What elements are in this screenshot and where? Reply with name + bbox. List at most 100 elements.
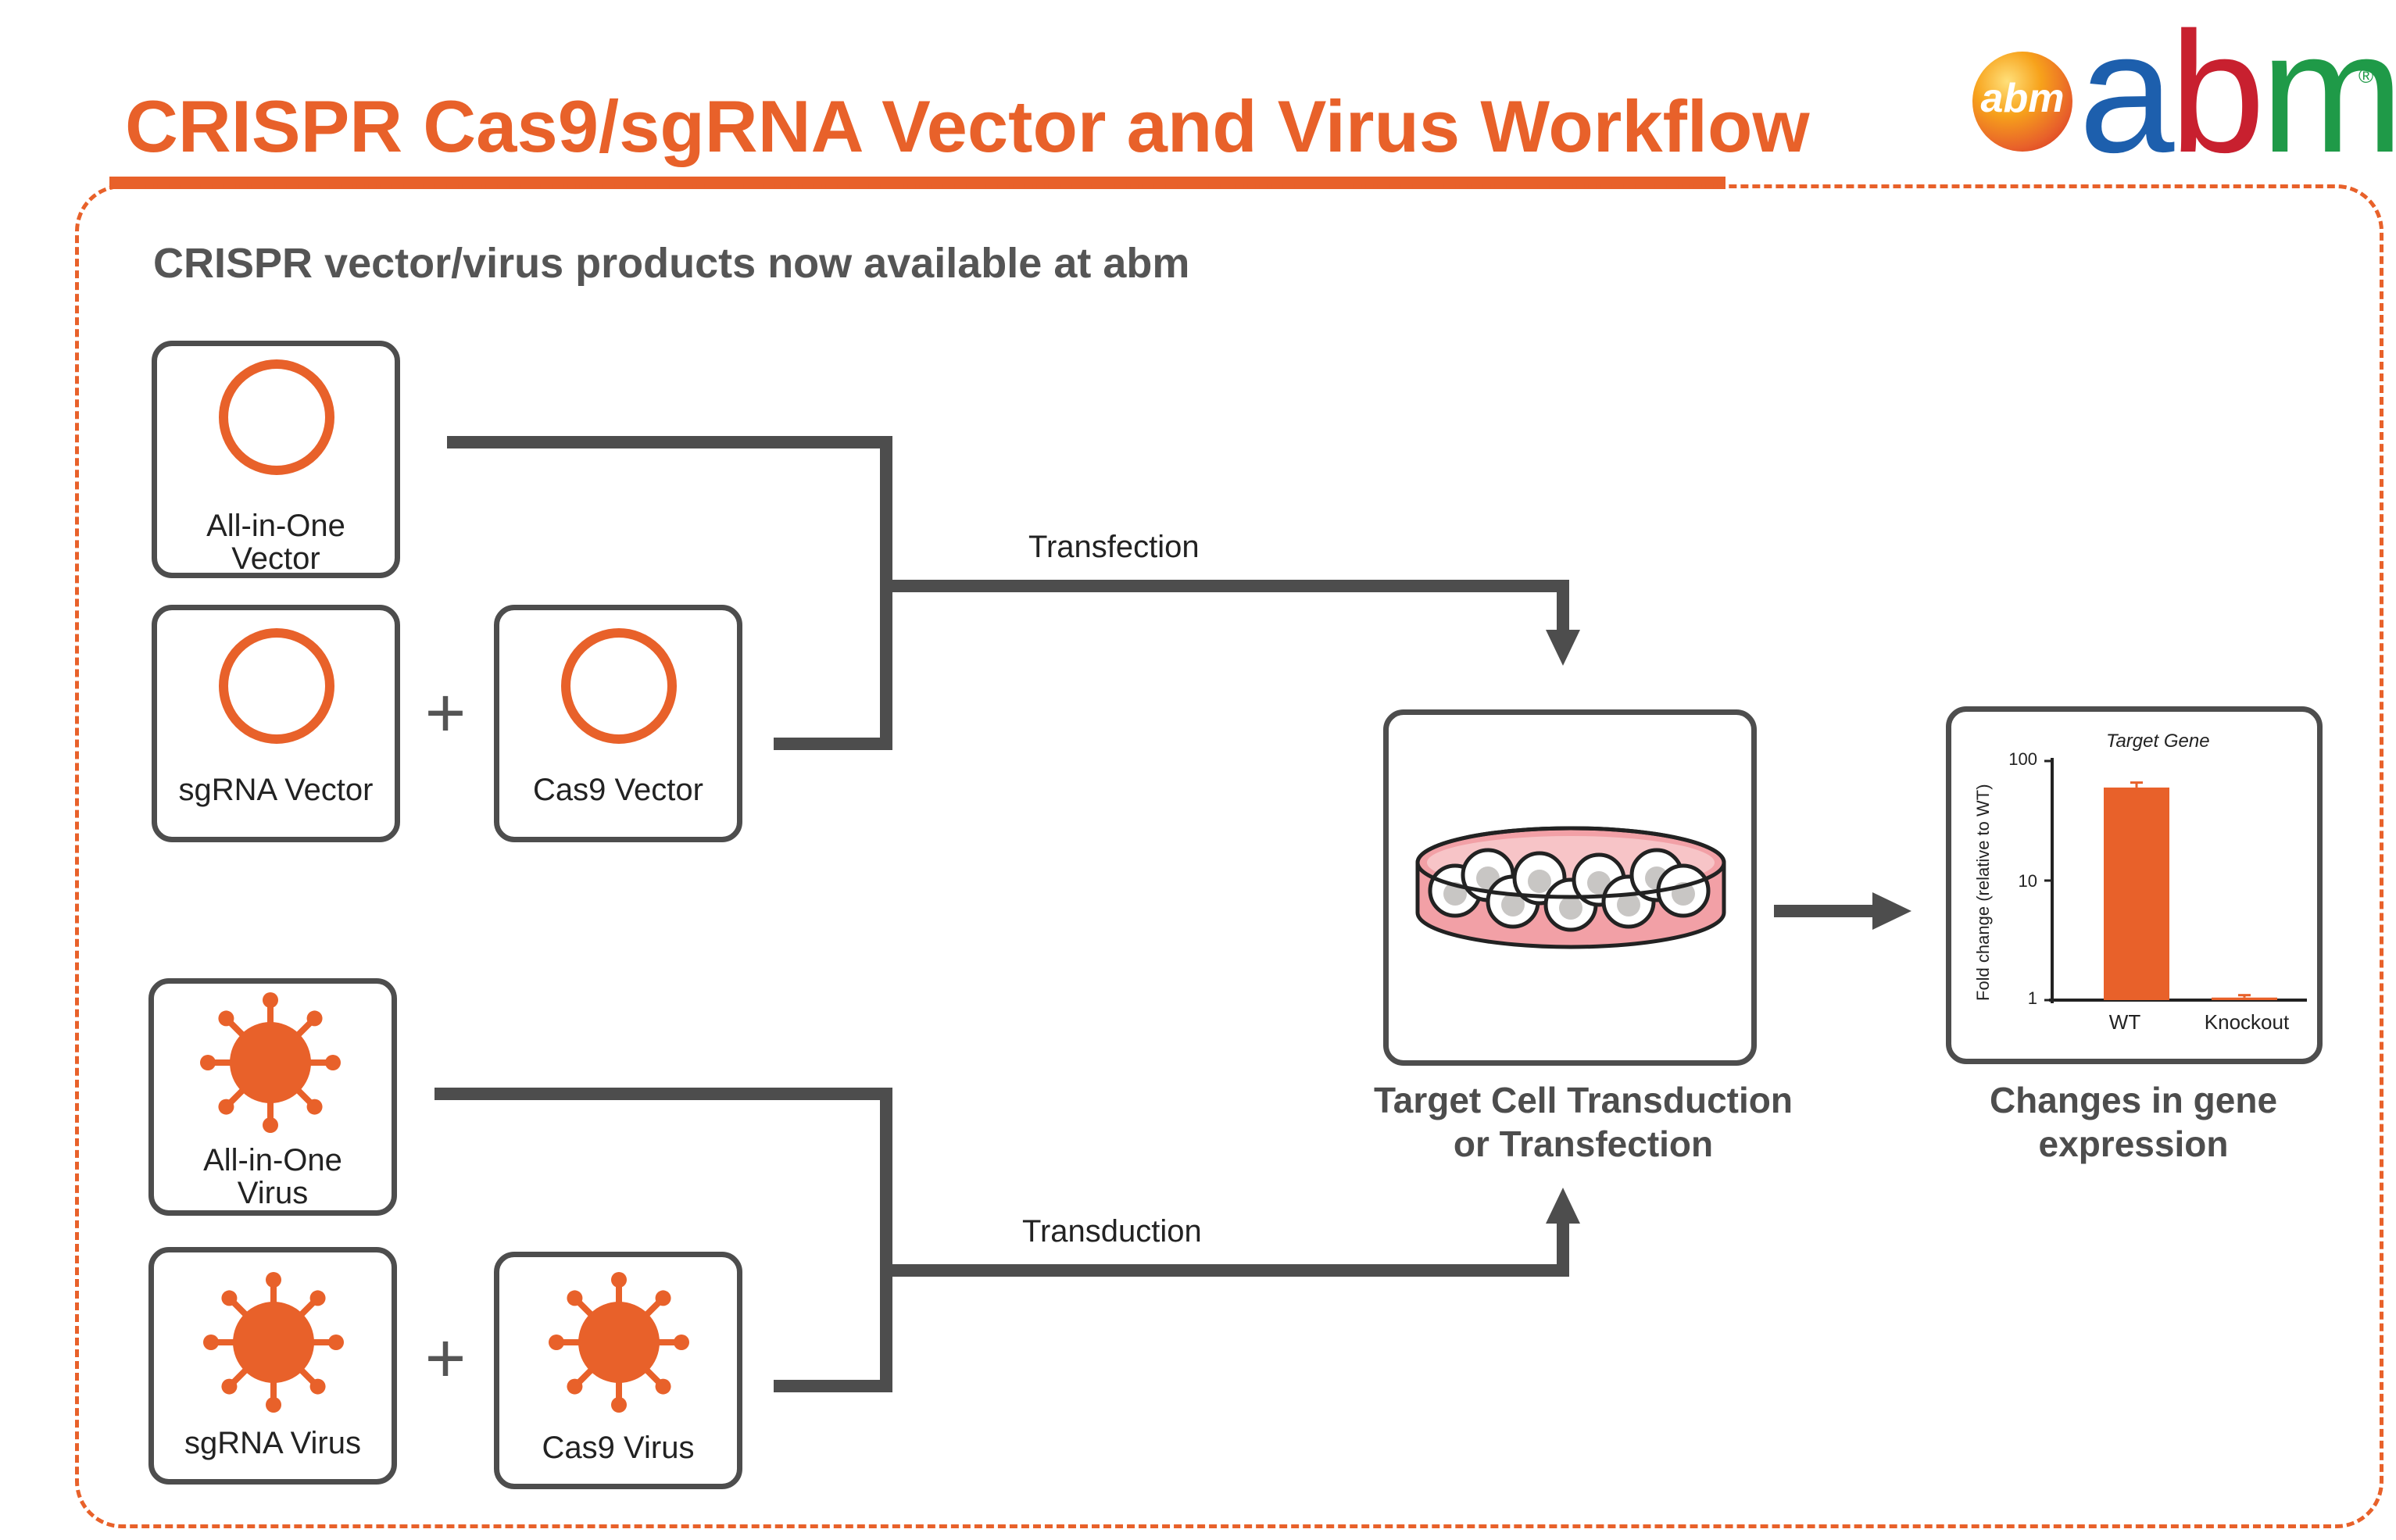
all-in-one-vector-label-line1: All-in-One: [206, 509, 345, 543]
y-tick-1: 1: [2027, 988, 2037, 1008]
x-category-knockout: Knockout: [2204, 1010, 2290, 1034]
virus-spike-knob: [200, 1055, 216, 1070]
virus-spike-knob: [309, 1290, 326, 1306]
virus-spike: [299, 1367, 317, 1386]
transfection-label: Transfection: [1028, 530, 1200, 564]
virus-spike-knob: [611, 1397, 627, 1413]
virus-icon: [200, 992, 341, 1133]
abm-logo-wordmark: abm: [2079, 0, 2396, 188]
bar-wt: [2104, 787, 2169, 1000]
all-in-one-virus-box[interactable]: All-in-One Virus: [148, 978, 397, 1216]
virus-spike-knob: [567, 1378, 583, 1395]
virus-spike-knob: [325, 1055, 341, 1070]
connector-transfection: [886, 580, 1569, 630]
result-chart-box: Target Gene Fold change (relative to WT)…: [1946, 706, 2323, 1064]
virus-icon: [549, 1272, 689, 1413]
abm-logo-ball: [1972, 52, 2072, 152]
virus-spike: [644, 1367, 663, 1386]
virus-spike: [295, 1019, 314, 1038]
sgrna-virus-label: sgRNA Virus: [184, 1426, 361, 1460]
virus-spike-knob: [549, 1335, 564, 1350]
plasmid-icon: [219, 628, 334, 744]
plasmid-icon: [561, 628, 677, 744]
virus-spike-knob: [328, 1335, 344, 1350]
cells-group: [1428, 848, 1711, 932]
virus-spike-knob: [655, 1290, 671, 1306]
plus-sign-viruses: +: [424, 1320, 467, 1398]
cell-nucleus: [1587, 871, 1611, 895]
sgrna-vector-box[interactable]: sgRNA Vector: [152, 605, 400, 842]
target-cell-caption-line2: or Transfection: [1453, 1124, 1714, 1164]
virus-spike-knob: [306, 1099, 323, 1115]
virus-capsid: [230, 1022, 311, 1103]
arrow-up-transduction: [1546, 1188, 1580, 1224]
virus-spike-knob: [221, 1378, 238, 1395]
transduction-label: Transduction: [1022, 1214, 1202, 1249]
virus-spike-knob: [263, 992, 278, 1008]
y-tick-10: 10: [2018, 871, 2037, 891]
virus-spike-knob: [309, 1378, 326, 1395]
virus-spike: [230, 1367, 249, 1386]
virus-spike-knob: [306, 1010, 323, 1027]
result-caption: Changes in gene expression: [1907, 1078, 2360, 1166]
cas9-virus-box[interactable]: Cas9 Virus: [494, 1252, 742, 1489]
virus-spike: [575, 1367, 594, 1386]
x-category-wt: WT: [2108, 1010, 2141, 1034]
sgrna-virus-box[interactable]: sgRNA Virus: [148, 1247, 397, 1485]
target-cell-caption: Target Cell Transduction or Transfection: [1341, 1078, 1826, 1166]
virus-spike-knob: [266, 1397, 281, 1413]
virus-spike: [644, 1299, 663, 1317]
virus-spike-knob: [218, 1099, 234, 1115]
virus-spike-knob: [263, 1117, 278, 1133]
target-cell-caption-line1: Target Cell Transduction: [1374, 1080, 1793, 1120]
virus-spike-knob: [611, 1272, 627, 1288]
arrow-down-transfection: [1546, 630, 1580, 666]
cas9-vector-box[interactable]: Cas9 Vector: [494, 605, 742, 842]
connector-all-in-one-vector: [447, 436, 892, 750]
virus-spike-knob: [266, 1272, 281, 1288]
result-caption-line2: expression: [2038, 1124, 2229, 1164]
virus-icon: [203, 1272, 344, 1413]
virus-spike: [227, 1019, 245, 1038]
connector-all-in-one-virus: [434, 1088, 892, 1392]
virus-spike-knob: [655, 1378, 671, 1395]
chart-title: Target Gene: [2106, 731, 2210, 752]
cas9-virus-label: Cas9 Virus: [542, 1431, 695, 1465]
virus-spike-knob: [674, 1335, 689, 1350]
plus-sign-vectors: +: [424, 674, 467, 752]
plasmid-icon: [219, 359, 334, 475]
all-in-one-virus-label-line2: Virus: [237, 1176, 309, 1210]
virus-spike-knob: [567, 1290, 583, 1306]
virus-capsid: [578, 1302, 660, 1383]
cell-nucleus: [1559, 896, 1582, 920]
cell-nucleus: [1617, 893, 1640, 916]
virus-spike: [575, 1299, 594, 1317]
sgrna-vector-label: sgRNA Vector: [178, 773, 374, 807]
virus-capsid: [233, 1302, 314, 1383]
arrow-right-result: [1872, 892, 1911, 930]
cell-nucleus: [1528, 870, 1551, 893]
petri-dish-icon: [1415, 826, 1726, 949]
cell-nucleus: [1501, 893, 1525, 916]
bar-knockout: [2212, 997, 2277, 1000]
target-cell-box: [1383, 709, 1757, 1066]
virus-spike: [295, 1088, 314, 1106]
registered-mark: ®: [2358, 64, 2374, 88]
section-subtitle: CRISPR vector/virus products now availab…: [153, 240, 1190, 287]
connector-transduction: [886, 1224, 1569, 1277]
page-title: CRISPR Cas9/sgRNA Vector and Virus Workf…: [125, 85, 1810, 167]
virus-spike-knob: [218, 1010, 234, 1027]
virus-spike: [299, 1299, 317, 1317]
virus-spike-knob: [203, 1335, 219, 1350]
all-in-one-virus-label-line1: All-in-One: [203, 1143, 342, 1177]
cas9-vector-label: Cas9 Vector: [533, 773, 703, 807]
abm-logo-ball-text: abm: [1980, 76, 2065, 121]
all-in-one-vector-box[interactable]: All-in-One Vector: [152, 341, 400, 578]
chart-plot: [2044, 758, 2307, 1003]
workflow-frame: [75, 184, 2383, 1528]
virus-spike: [227, 1088, 245, 1106]
virus-spike: [230, 1299, 249, 1317]
y-tick-100: 100: [2008, 749, 2037, 769]
result-caption-line1: Changes in gene: [1989, 1080, 2278, 1120]
